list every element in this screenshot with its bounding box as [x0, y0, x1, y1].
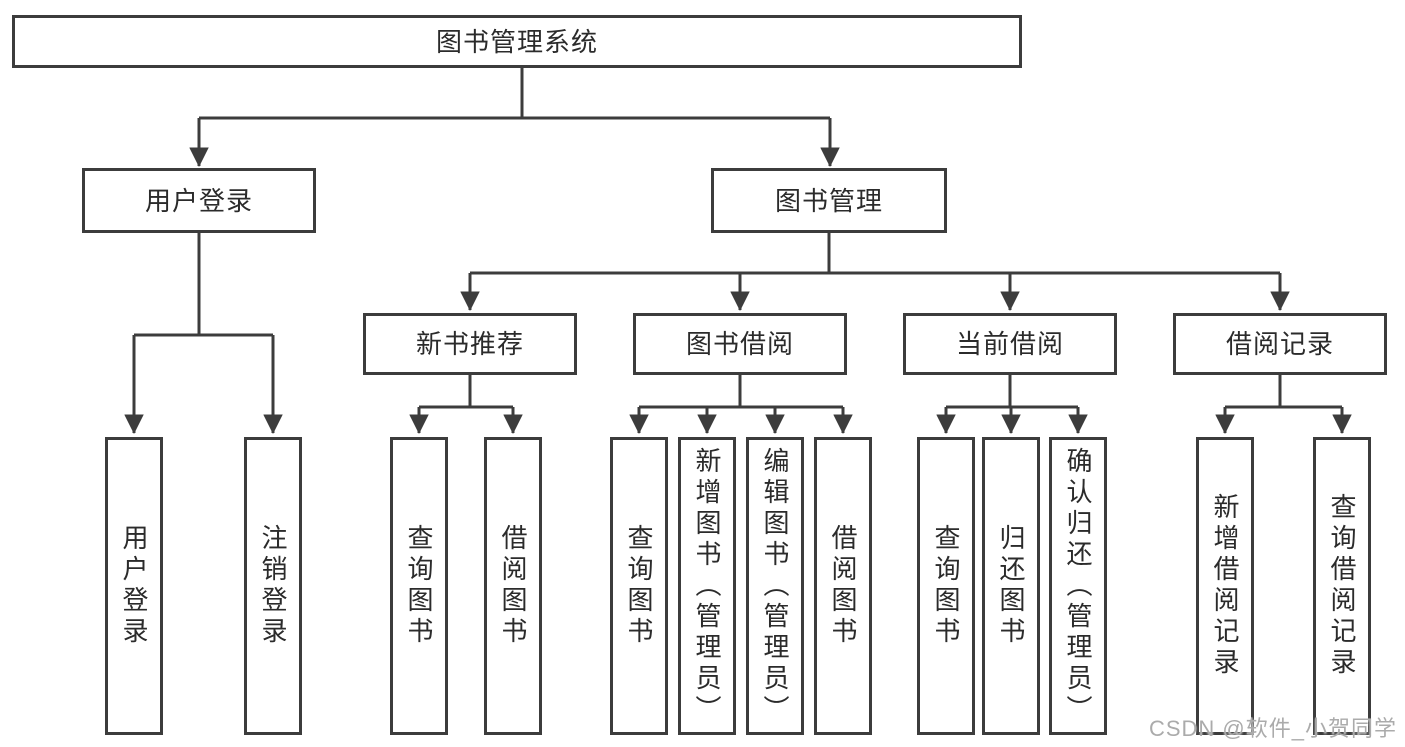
node-book-borrow-label: 图书借阅 [685, 329, 794, 359]
connector-arrow-lines [124, 118, 1352, 434]
node-new-book-recommend: 新书推荐 [363, 313, 577, 375]
leaf-query-books-newbook-label: 查询图书 [404, 524, 434, 648]
leaf-edit-book-admin-label: 编辑图书（管理员） [760, 446, 790, 726]
leaf-confirm-return-admin-label: 确认归还（管理员） [1063, 446, 1093, 726]
node-book-borrow: 图书借阅 [633, 313, 847, 375]
leaf-borrow-books-newbook: 借阅图书 [484, 437, 542, 735]
leaf-edit-book-admin: 编辑图书（管理员） [746, 437, 804, 735]
watermark-text: CSDN @软件_小贺同学 [1148, 716, 1397, 741]
node-user-login-label: 用户登录 [144, 185, 253, 216]
leaf-logout: 注销登录 [244, 437, 302, 735]
leaf-add-book-admin-label: 新增图书（管理员） [692, 446, 722, 726]
node-user-login: 用户登录 [82, 168, 316, 233]
leaf-borrow-books-borrow: 借阅图书 [814, 437, 872, 735]
leaf-user-login: 用户登录 [105, 437, 163, 735]
leaf-return-book: 归还图书 [982, 437, 1040, 735]
leaf-query-books-current: 查询图书 [917, 437, 975, 735]
leaf-query-borrow-record: 查询借阅记录 [1313, 437, 1371, 735]
leaf-query-books-current-label: 查询图书 [931, 524, 961, 648]
node-root-system-label: 图书管理系统 [435, 26, 598, 57]
node-root-system: 图书管理系统 [12, 15, 1022, 68]
leaf-return-book-label: 归还图书 [996, 524, 1026, 648]
node-borrow-records-label: 借阅记录 [1225, 329, 1334, 359]
leaf-logout-label: 注销登录 [258, 524, 288, 648]
node-book-management: 图书管理 [711, 168, 947, 233]
leaf-add-borrow-record-label: 新增借阅记录 [1210, 493, 1240, 679]
node-book-management-label: 图书管理 [774, 185, 883, 216]
leaf-add-borrow-record: 新增借阅记录 [1196, 437, 1254, 735]
leaf-borrow-books-borrow-label: 借阅图书 [828, 524, 858, 648]
node-current-borrow-label: 当前借阅 [955, 329, 1064, 359]
leaf-borrow-books-newbook-label: 借阅图书 [498, 524, 528, 648]
leaf-query-books-borrow: 查询图书 [610, 437, 668, 735]
leaf-user-login-label: 用户登录 [119, 524, 149, 648]
node-current-borrow: 当前借阅 [903, 313, 1117, 375]
node-borrow-records: 借阅记录 [1173, 313, 1387, 375]
leaf-query-books-borrow-label: 查询图书 [624, 524, 654, 648]
leaf-add-book-admin: 新增图书（管理员） [678, 437, 736, 735]
leaf-confirm-return-admin: 确认归还（管理员） [1049, 437, 1107, 735]
leaf-query-books-newbook: 查询图书 [390, 437, 448, 735]
node-new-book-recommend-label: 新书推荐 [415, 329, 524, 359]
connector-trunk-lines [134, 68, 1342, 409]
leaf-query-borrow-record-label: 查询借阅记录 [1327, 493, 1357, 679]
